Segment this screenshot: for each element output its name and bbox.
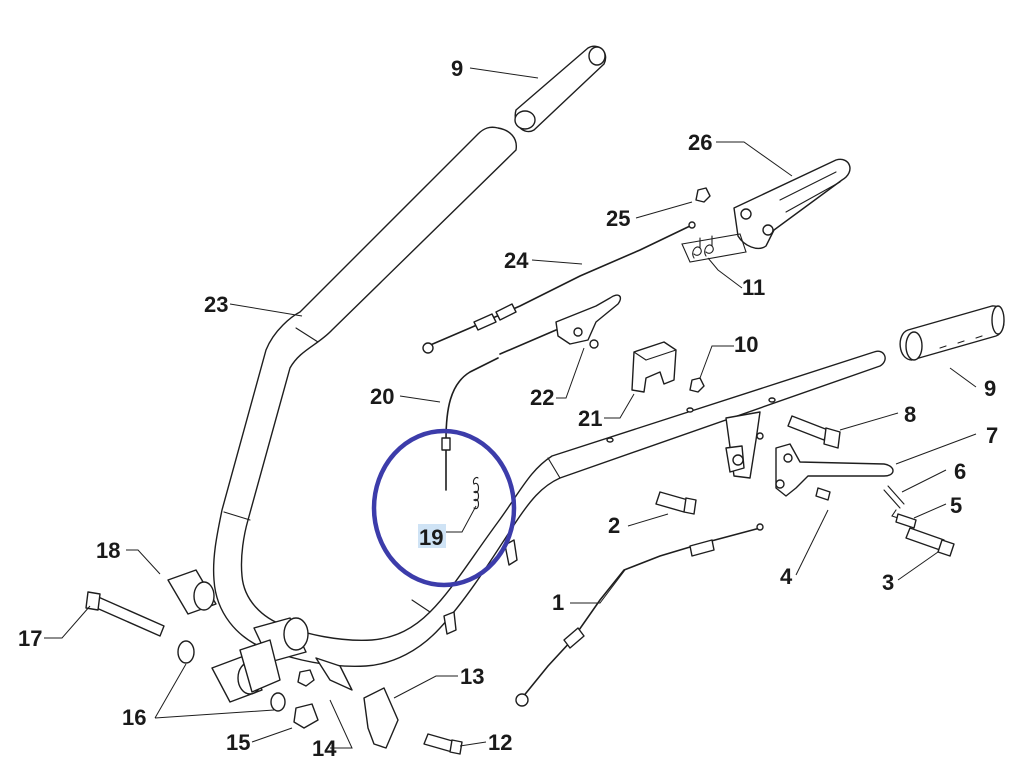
callout-6[interactable]: 6 xyxy=(954,459,966,484)
callout-1[interactable]: 1 xyxy=(552,590,564,615)
callout-26[interactable]: 26 xyxy=(688,130,712,155)
cable-20 xyxy=(441,357,499,491)
callout-23[interactable]: 23 xyxy=(204,292,228,317)
nut-15 xyxy=(293,703,319,729)
nut-10 xyxy=(689,377,705,393)
grip-upper xyxy=(514,45,607,133)
mount-assembly xyxy=(211,617,309,703)
control-lever-22 xyxy=(499,294,622,355)
spring-19 xyxy=(472,476,480,510)
nut-14 xyxy=(297,669,315,687)
bolt-2 xyxy=(655,491,697,515)
highlight-ring xyxy=(371,428,517,588)
callout-9-right[interactable]: 9 xyxy=(984,376,996,401)
bolt-8 xyxy=(787,415,841,449)
callout-11[interactable]: 11 xyxy=(742,275,765,300)
bracket-13 xyxy=(315,657,399,749)
callout-18[interactable]: 18 xyxy=(96,538,120,563)
spring-6 xyxy=(883,485,905,519)
callout-10[interactable]: 10 xyxy=(734,332,758,357)
callout-19[interactable]: 19 xyxy=(419,525,443,550)
spring-pair-11 xyxy=(681,233,747,263)
highlight-label-background xyxy=(418,524,446,548)
callout-20[interactable]: 20 xyxy=(370,384,394,409)
callout-7[interactable]: 7 xyxy=(986,423,998,448)
callout-22[interactable]: 22 xyxy=(530,385,554,410)
callout-12[interactable]: 12 xyxy=(488,730,512,755)
bolt-17 xyxy=(85,591,165,637)
grip-right xyxy=(899,305,1005,361)
callout-9-upper[interactable]: 9 xyxy=(451,56,463,81)
bolt-4 xyxy=(815,487,831,501)
callout-21[interactable]: 21 xyxy=(578,406,602,431)
brake-lever-7 xyxy=(775,443,894,497)
callout-13[interactable]: 13 xyxy=(460,664,484,689)
callout-15[interactable]: 15 xyxy=(226,730,250,755)
bolt-3 xyxy=(905,527,955,557)
callout-17[interactable]: 17 xyxy=(18,626,42,651)
callout-25[interactable]: 25 xyxy=(606,206,630,231)
callout-16[interactable]: 16 xyxy=(122,705,146,730)
callout-labels: 1 2 3 4 5 6 7 8 9 9 10 11 12 13 14 15 16… xyxy=(18,56,998,761)
callout-2[interactable]: 2 xyxy=(608,513,620,538)
callout-8[interactable]: 8 xyxy=(904,402,916,427)
cable-24 xyxy=(422,221,696,354)
cable-1 xyxy=(515,523,764,707)
nut-25 xyxy=(695,187,711,203)
pin-5 xyxy=(895,513,917,529)
bracket-21 xyxy=(631,341,677,393)
leader-lines xyxy=(44,67,977,749)
handlebar-frame xyxy=(212,126,886,668)
upper-lever-26 xyxy=(733,158,851,250)
callout-24[interactable]: 24 xyxy=(504,248,529,273)
bolt-12 xyxy=(423,733,463,755)
washers-16 xyxy=(177,640,286,712)
bushing-18 xyxy=(167,569,217,615)
callout-3[interactable]: 3 xyxy=(882,570,894,595)
callout-14[interactable]: 14 xyxy=(312,736,337,761)
callout-5[interactable]: 5 xyxy=(950,493,962,518)
callout-4[interactable]: 4 xyxy=(780,564,793,589)
